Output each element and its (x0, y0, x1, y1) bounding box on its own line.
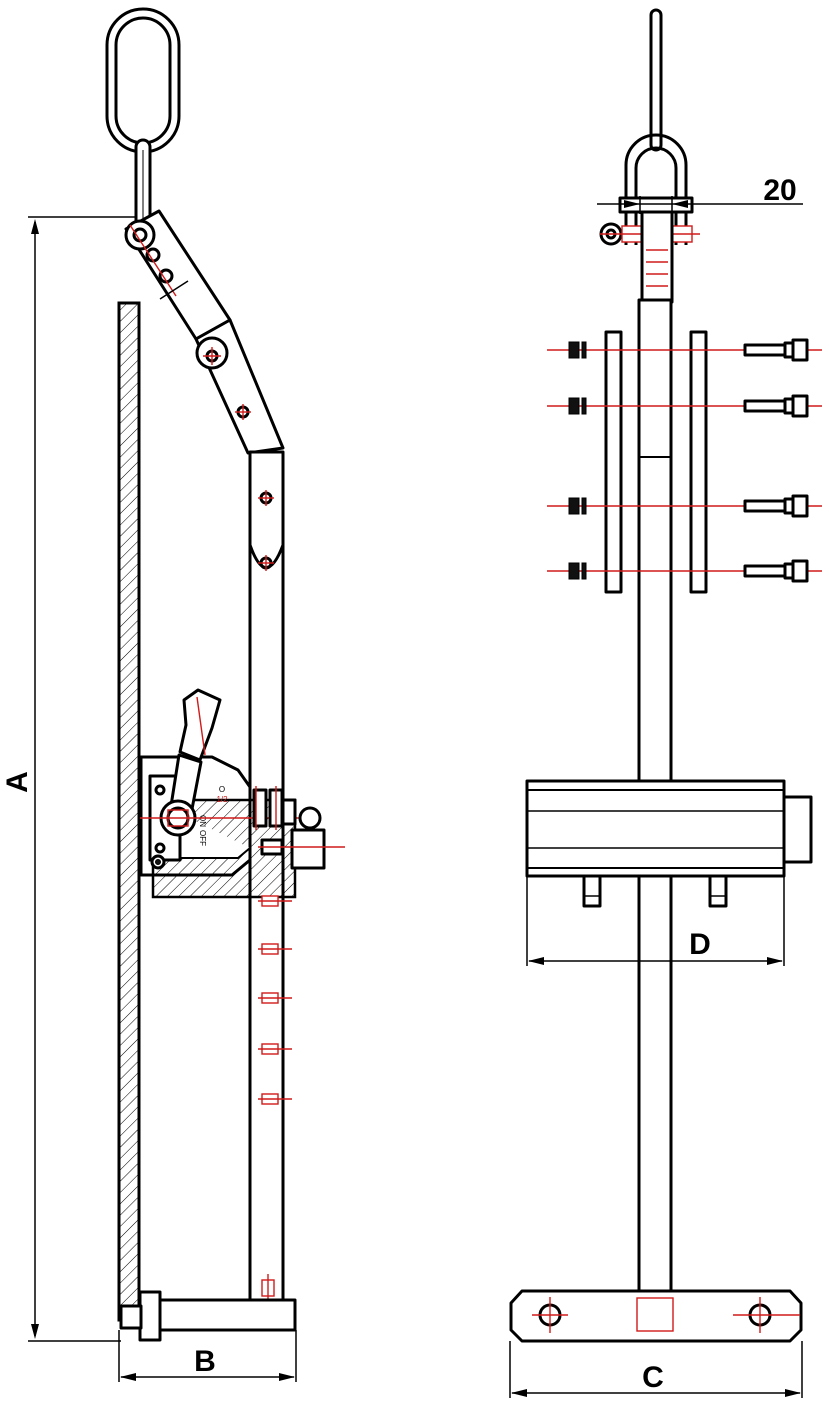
lower-arm (194, 318, 285, 455)
lifting-ring (105, 7, 181, 238)
base-plate (509, 1289, 803, 1343)
side-view: O 1/2 ON OFF (1, 7, 345, 1382)
dimension-20-label: 20 (763, 174, 796, 207)
dimension-a: A (1, 216, 135, 1342)
dimension-b-label: B (194, 1345, 216, 1378)
dimension-d: D (526, 876, 785, 966)
dimension-20: 20 (597, 174, 803, 214)
hatched-bar (117, 301, 141, 1322)
switch-label-top: O (219, 785, 225, 794)
bolt-row-1 (547, 338, 822, 362)
switch-label-on: ON (198, 815, 207, 827)
dimension-b: B (118, 1330, 297, 1382)
lever-handle (140, 688, 300, 837)
bolt-row-2 (547, 394, 822, 418)
dimension-c-label: C (642, 1361, 664, 1394)
dimension-d-label: D (689, 928, 711, 961)
bolt-row-4 (547, 559, 822, 583)
magnet-block (525, 779, 813, 908)
dimension-c: C (509, 1341, 803, 1398)
switch-label-off: OFF (198, 830, 207, 846)
side-plates (604, 330, 708, 594)
shackle (599, 8, 700, 304)
tube-bolt-holes (258, 895, 292, 1302)
clamp-bolts (252, 786, 345, 870)
bolt-row-3 (547, 494, 822, 518)
upper-arm (124, 209, 232, 341)
front-view: 20 (509, 8, 822, 1398)
dimension-a-label: A (1, 771, 34, 793)
switch-label-half: 1/2 (216, 795, 228, 804)
foot (119, 1290, 297, 1342)
